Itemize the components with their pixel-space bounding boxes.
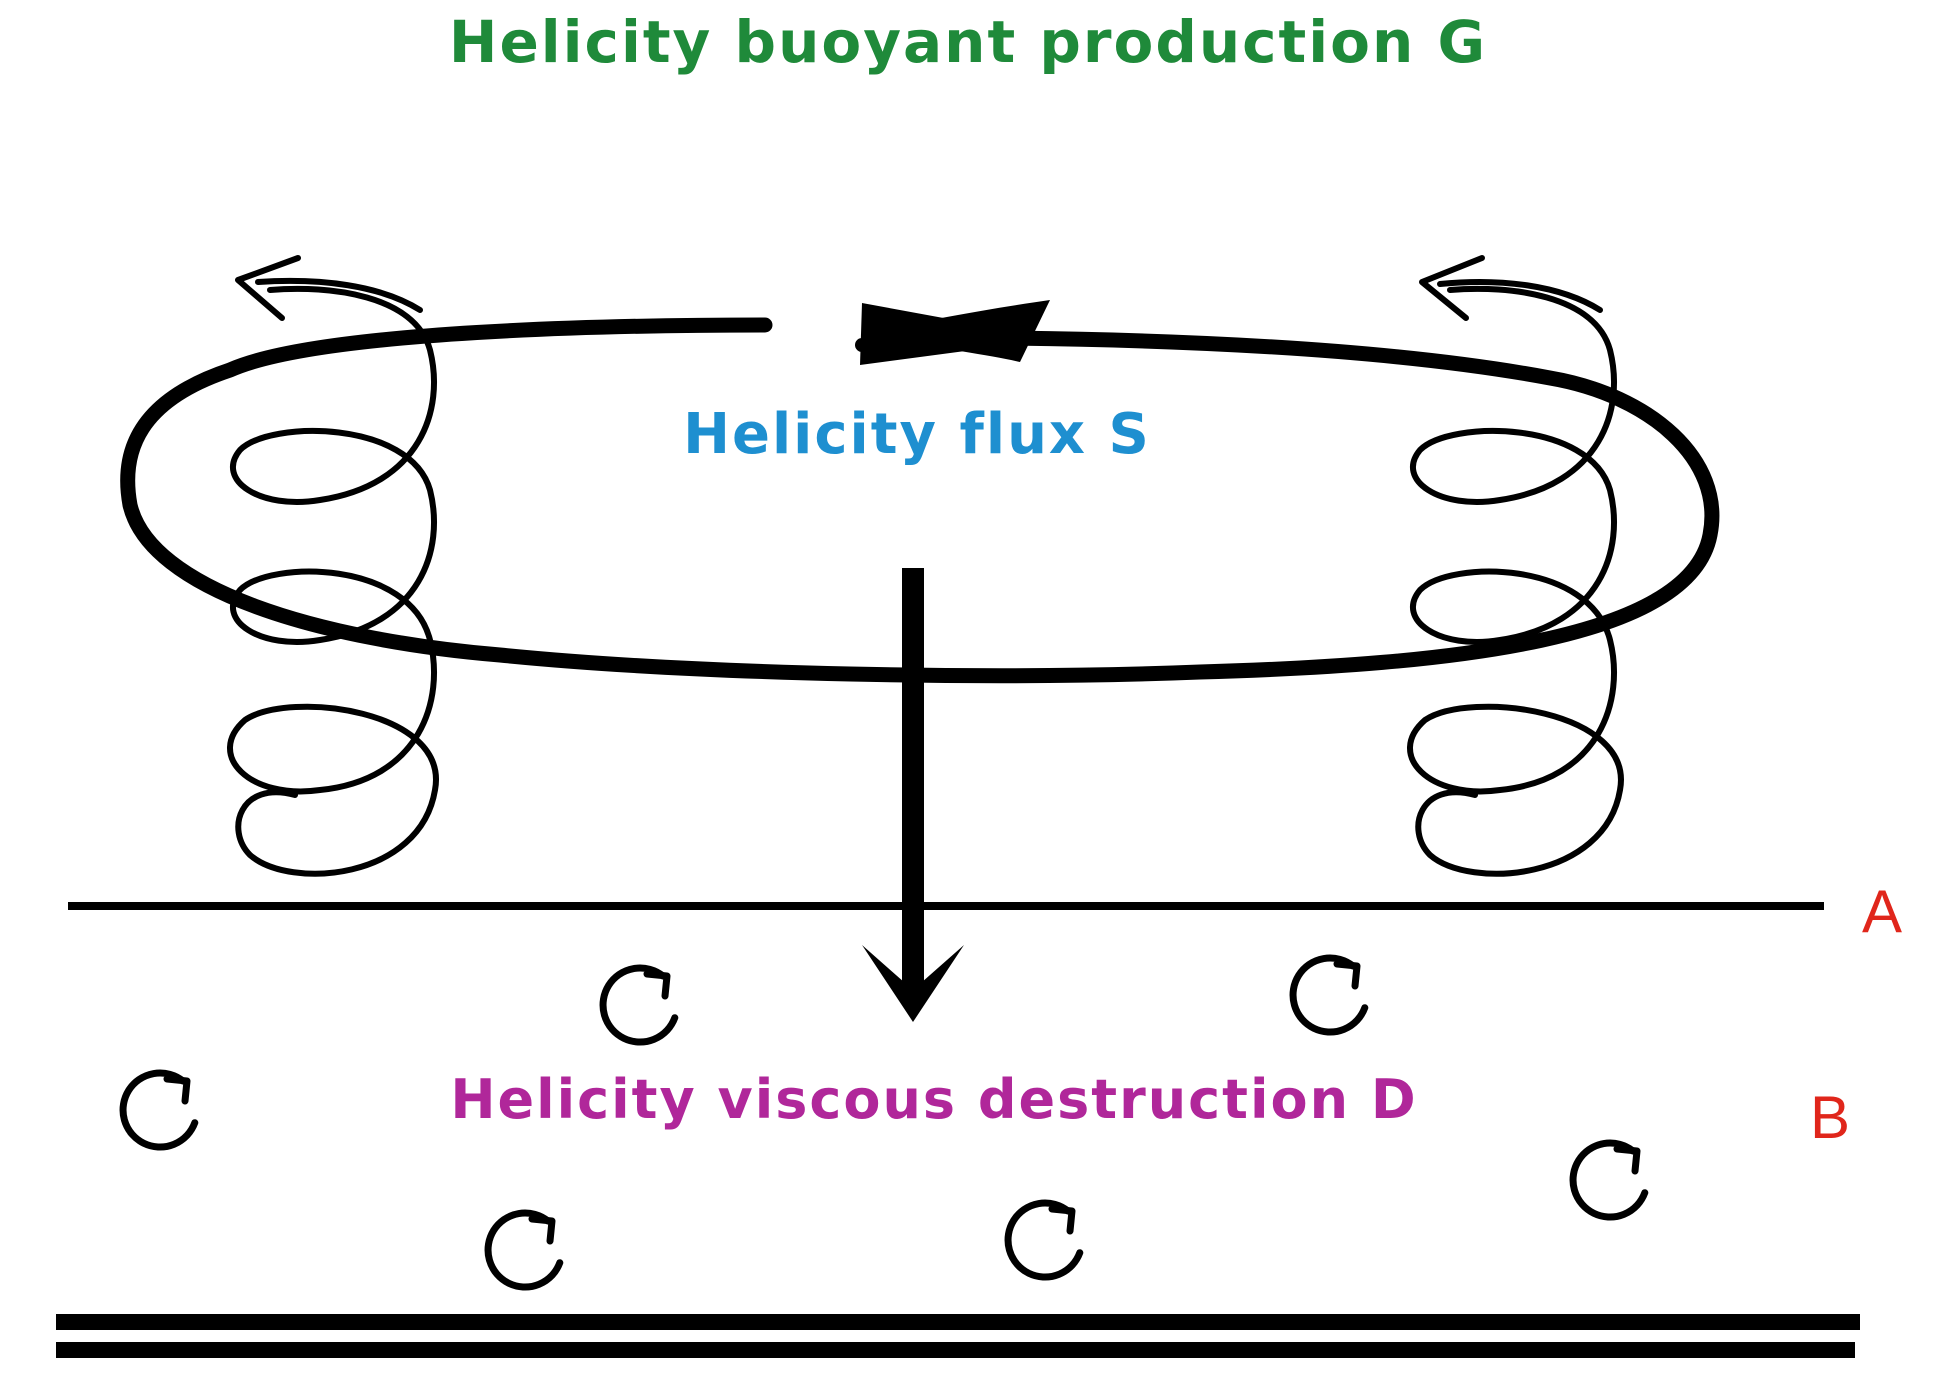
- small-eddies: [119, 954, 1649, 1291]
- eddy-icon: [119, 1069, 199, 1151]
- right-helix: [1407, 255, 1624, 877]
- flux-down-arrow: [862, 568, 964, 1022]
- right-helix-arrowhead: [1419, 255, 1485, 321]
- production-label: Helicity buoyant production G: [449, 8, 1487, 76]
- layer-a-label: A: [1862, 878, 1902, 945]
- eddy-icon: [1004, 1199, 1084, 1281]
- left-helix-arrowhead: [235, 255, 301, 321]
- left-helix: [227, 255, 439, 877]
- layer-b-label: B: [1810, 1084, 1850, 1151]
- eddy-icon: [1289, 954, 1369, 1036]
- flux-label: Helicity flux S: [683, 402, 1151, 467]
- destruction-label: Helicity viscous destruction D: [450, 1068, 1417, 1131]
- wall-boundary: [56, 1314, 1860, 1358]
- eddy-icon: [599, 964, 679, 1046]
- eddy-icon: [484, 1209, 564, 1291]
- eddy-icon: [1569, 1139, 1649, 1221]
